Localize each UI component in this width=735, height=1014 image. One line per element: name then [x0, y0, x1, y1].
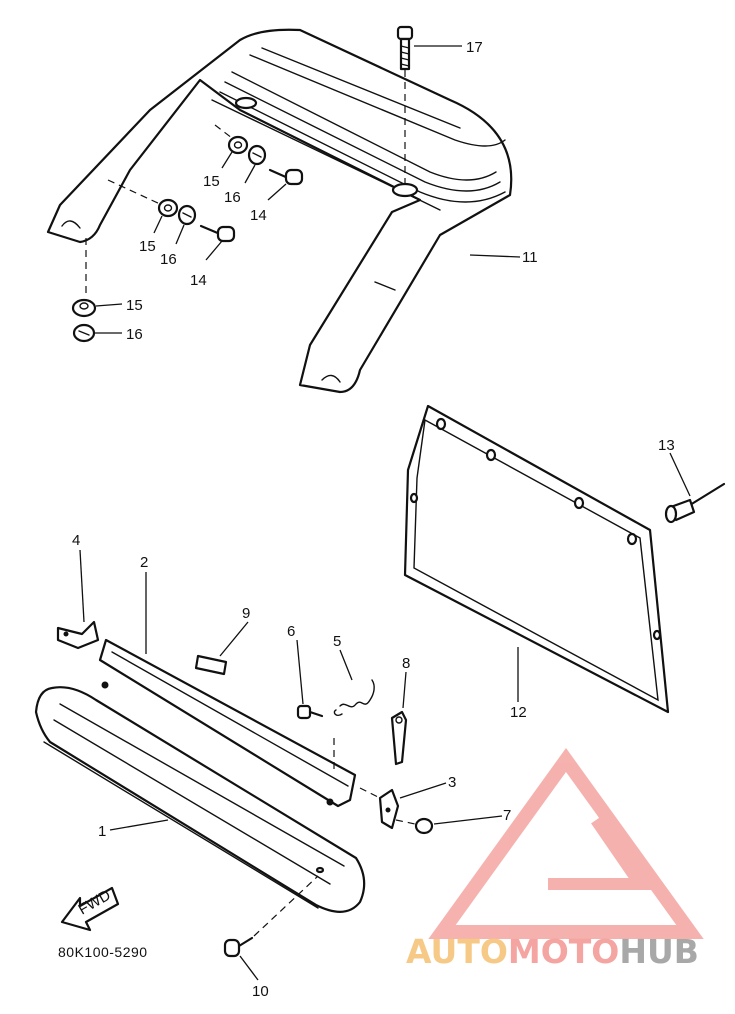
callout-6: 6 — [287, 623, 295, 640]
callout-13: 13 — [658, 437, 675, 454]
bracket-part-3 — [359, 787, 400, 830]
bolt-part-6 — [296, 704, 335, 770]
callout-15b: 15 — [139, 238, 156, 255]
callout-15c: 15 — [126, 297, 143, 314]
watermark-hub: HUB — [619, 932, 699, 971]
callout-9: 9 — [242, 605, 250, 622]
callout-12: 12 — [510, 704, 527, 721]
carrier-rack-part-11 — [46, 28, 513, 394]
screw-part-10 — [223, 875, 319, 958]
spring-part-5 — [333, 679, 375, 717]
key-part-8 — [390, 710, 408, 766]
callout-16b: 16 — [160, 251, 177, 268]
svg-text:AUTOMOTOHUB: AUTOMOTOHUB — [406, 932, 699, 971]
bumper-part-1 — [34, 686, 366, 913]
callout-8: 8 — [402, 655, 410, 672]
nut-part-7 — [395, 817, 434, 835]
callout-16a: 16 — [224, 189, 241, 206]
callout-2: 2 — [140, 554, 148, 571]
callout-11: 11 — [522, 249, 538, 266]
callout-5: 5 — [333, 633, 341, 650]
callout-16c: 16 — [126, 326, 143, 343]
callout-14b: 14 — [190, 272, 207, 289]
callout-1: 1 — [98, 823, 106, 840]
bracket-part-4 — [56, 620, 100, 650]
watermark-moto: MOTO — [508, 932, 619, 971]
bolt-part-17: 17 — [396, 25, 483, 185]
callout-7: 7 — [503, 807, 511, 824]
callout-15a: 15 — [203, 173, 220, 190]
callout-14a: 14 — [250, 207, 267, 224]
callout-4: 4 — [72, 532, 80, 549]
label-part-9 — [194, 654, 228, 676]
stay-part-2 — [98, 638, 357, 808]
callout-10: 10 — [252, 983, 269, 1000]
watermark-auto: AUTO — [406, 932, 508, 971]
plate-part-12 — [403, 404, 670, 714]
rivet-part-13 — [664, 482, 726, 524]
watermark-logo — [428, 748, 704, 939]
diagram-code: 80K100-5290 — [58, 944, 148, 960]
upper-fasteners — [71, 124, 304, 343]
callout-17: 17 — [466, 39, 483, 56]
watermark-brand-text: AUTOMOTOHUB — [406, 932, 699, 971]
callout-3: 3 — [448, 774, 456, 791]
forward-arrow-icon: FWD — [60, 887, 120, 932]
